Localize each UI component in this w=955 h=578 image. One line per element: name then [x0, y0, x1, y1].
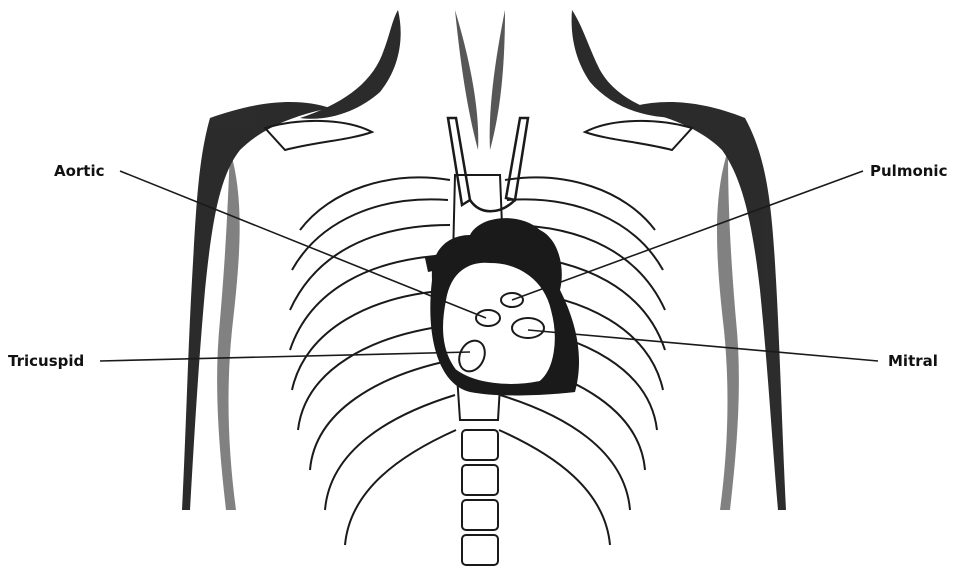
mitral-leader-line	[528, 330, 878, 361]
spine	[462, 430, 498, 565]
aortic-label: Aortic	[54, 162, 105, 180]
tricuspid-leader-line	[100, 352, 470, 361]
clavicles	[265, 121, 692, 150]
mitral-valve	[512, 318, 544, 338]
tricuspid-label: Tricuspid	[8, 352, 84, 370]
great-vessels	[448, 118, 528, 211]
aortic-leader-line	[120, 171, 486, 318]
pulmonic-label: Pulmonic	[870, 162, 947, 180]
heart	[425, 218, 579, 395]
ribs-left	[290, 177, 456, 545]
pulmonic-leader-line	[512, 171, 863, 300]
aortic-valve	[476, 310, 500, 326]
mitral-label: Mitral	[888, 352, 938, 370]
